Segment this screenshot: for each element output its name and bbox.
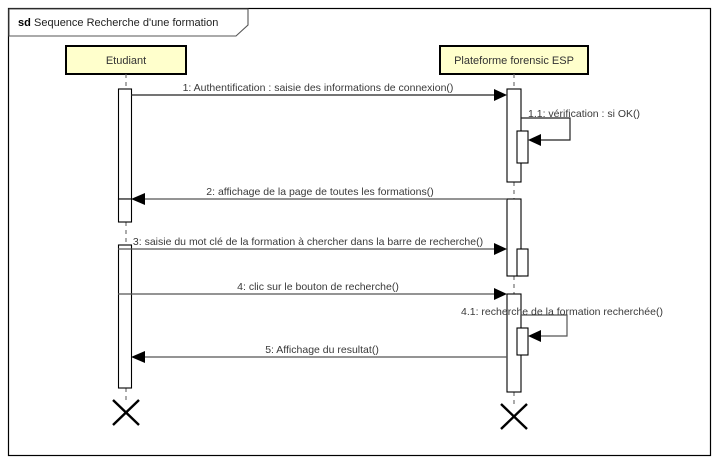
message-5-label: 5: Affichage du resultat()	[265, 344, 379, 356]
message-4-1-label: 4.1: recherche de la formation recherché…	[461, 306, 663, 318]
activation-etudiant-1	[117, 88, 133, 200]
activation-etudiant-2	[117, 198, 133, 223]
activation-plateforme-nested-1	[516, 130, 529, 164]
message-1[interactable]: 1: Authentification : saisie des informa…	[131, 82, 507, 101]
message-2[interactable]: 2: affichage de la page de toutes les fo…	[131, 186, 507, 205]
message-2-arrowhead	[131, 193, 145, 205]
message-4[interactable]: 4: clic sur le bouton de recherche()	[118, 281, 507, 300]
participant-plateforme[interactable]: Plateforme forensic ESP	[439, 45, 589, 75]
destruction-x-plateforme-stroke-2	[500, 403, 528, 430]
message-4-1-self[interactable]: 4.1: recherche de la formation recherché…	[461, 306, 663, 342]
destruction-marker-plateforme	[500, 403, 528, 430]
activation-plateforme-nested-3	[516, 327, 529, 356]
message-4-1-path	[521, 314, 568, 337]
message-1-1-label: 1.1: vérification : si OK()	[528, 108, 640, 120]
message-1-label: 1: Authentification : saisie des informa…	[183, 82, 454, 94]
diagram-frame	[7, 7, 712, 457]
destruction-x-etudiant-stroke-2	[112, 399, 140, 426]
frame-keyword: sd	[18, 17, 31, 29]
message-4-arrowhead	[494, 288, 507, 300]
participant-box-etudiant[interactable]	[65, 45, 187, 75]
activation-etudiant-3	[117, 244, 133, 389]
participant-etudiant[interactable]: Etudiant	[65, 45, 187, 75]
destruction-marker-etudiant	[112, 399, 140, 426]
participant-label-plateforme: Plateforme forensic ESP	[454, 55, 574, 67]
message-5-arrowhead	[131, 351, 145, 363]
message-3-arrowhead	[494, 243, 507, 255]
message-1-1-self[interactable]: 1.1: vérification : si OK()	[521, 108, 640, 146]
frame-header-tab	[8, 8, 249, 37]
message-3[interactable]: 3: saisie du mot clé de la formation à c…	[118, 236, 507, 255]
message-3-label: 3: saisie du mot clé de la formation à c…	[133, 236, 483, 248]
activation-plateforme-nested-2	[516, 248, 529, 277]
message-2-label: 2: affichage de la page de toutes les fo…	[206, 186, 433, 198]
message-4-label: 4: clic sur le bouton de recherche()	[237, 281, 399, 293]
message-1-arrowhead	[494, 89, 507, 101]
participant-label-etudiant: Etudiant	[106, 55, 146, 67]
message-5[interactable]: 5: Affichage du resultat()	[131, 344, 507, 363]
message-1-1-path	[521, 117, 571, 141]
message-1-1-arrowhead	[528, 134, 541, 146]
participant-box-plateforme[interactable]	[439, 45, 589, 75]
frame-title: Sequence Recherche d'une formation	[34, 17, 218, 29]
message-4-1-arrowhead	[528, 330, 541, 342]
